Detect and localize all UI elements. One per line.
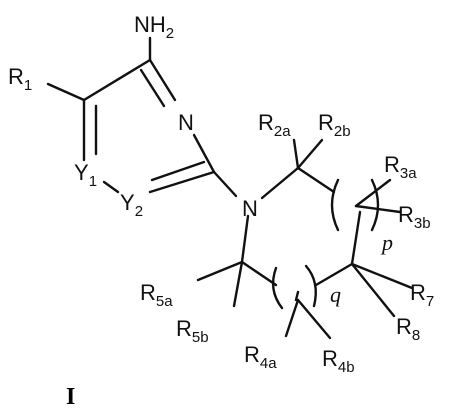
bond-c-r4b xyxy=(296,298,332,340)
y1-label: Y1 xyxy=(74,160,97,190)
bond-c-r4a xyxy=(284,298,300,338)
bond-c6-r5b xyxy=(232,260,244,308)
bond-n3-c2 xyxy=(192,133,216,174)
bond-c2-y2 xyxy=(148,170,216,194)
r4b-label: R4b xyxy=(322,346,355,376)
bond-c4-r7 xyxy=(350,262,414,290)
bond-c5-r1 xyxy=(46,82,86,102)
bond-c2-r2b xyxy=(296,138,324,170)
bond-c6-n xyxy=(240,214,250,264)
r4a-label: R4a xyxy=(244,342,277,372)
repeat-index-q: q xyxy=(330,282,341,307)
r2a-label: R2a xyxy=(258,110,291,140)
bond-c3-r3a xyxy=(354,178,392,208)
repeat-index-p: p xyxy=(380,230,393,255)
piperidine-nitrogen: N xyxy=(242,196,258,221)
bond-c4-r8 xyxy=(350,262,396,318)
bond-c6-r5a xyxy=(196,260,244,282)
bond-y2-y1 xyxy=(102,180,120,194)
pyrimidine-ring xyxy=(82,58,216,194)
r7-label: R7 xyxy=(410,280,434,310)
bond-c2-c3 xyxy=(296,166,336,194)
bond-c5-c6 xyxy=(240,260,278,287)
r3b-label: R3b xyxy=(398,202,431,232)
piperidine-ring xyxy=(240,166,362,302)
bracket-q-right xyxy=(304,264,317,308)
bond-q-center xyxy=(294,290,300,302)
bond-c2-r2a xyxy=(292,138,300,170)
bond-n-c2 xyxy=(260,166,300,200)
ring-nitrogen-1: N xyxy=(178,110,194,135)
bond-c5-c4 xyxy=(82,58,152,102)
r8-label: R8 xyxy=(396,314,420,344)
r3a-label: R3a xyxy=(384,152,417,182)
bracket-q-left xyxy=(271,266,284,310)
bracket-p-left xyxy=(330,178,340,232)
y2-label: Y2 xyxy=(120,190,143,220)
bracket-p-right xyxy=(370,178,380,232)
compound-label: I xyxy=(66,384,75,410)
bond-c2-n-piperidine xyxy=(212,170,238,198)
amino-label: NH2 xyxy=(134,12,174,42)
r5a-label: R5a xyxy=(140,280,173,310)
r2b-label: R2b xyxy=(318,110,351,140)
bond-c4-c5 xyxy=(314,262,354,287)
r1-label: R1 xyxy=(8,64,32,94)
bond-c3-c4 xyxy=(350,210,362,266)
bond-c3-r3b xyxy=(354,204,402,214)
bond-c2-y2-double xyxy=(150,160,206,182)
r5b-label: R5b xyxy=(176,316,209,346)
bond-c4-n3-double xyxy=(139,68,166,108)
bond-c4-n3 xyxy=(148,58,177,102)
